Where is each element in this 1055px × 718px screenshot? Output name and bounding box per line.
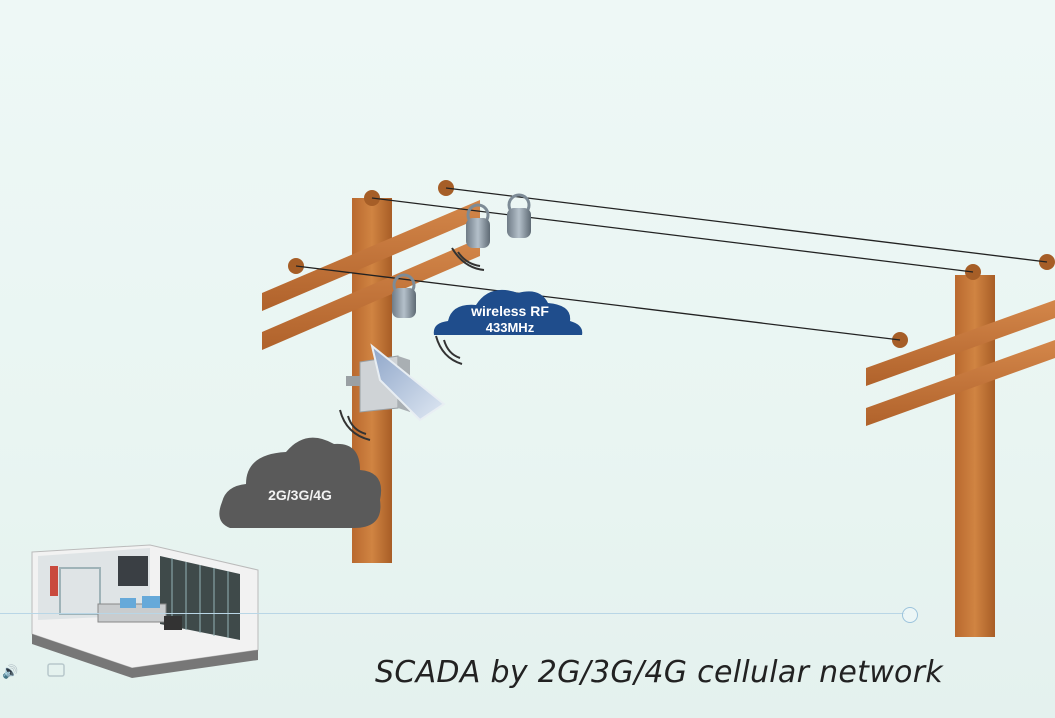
utility-pole-right bbox=[866, 254, 1055, 637]
rf-cloud-label-line1: wireless RF bbox=[471, 303, 549, 319]
rf-cloud bbox=[433, 289, 583, 335]
solar-panel-icon bbox=[370, 343, 446, 422]
progress-bar[interactable] bbox=[0, 613, 905, 614]
diagram-caption: SCADA by 2G/3G/4G cellular network bbox=[375, 655, 944, 690]
line-sensor-3 bbox=[392, 273, 416, 318]
rf-cloud-label-line2: 433MHz bbox=[485, 320, 535, 335]
screen-icon bbox=[47, 663, 65, 677]
volume-icon: 🔊 bbox=[2, 663, 18, 680]
line-sensor-2 bbox=[507, 193, 531, 238]
monitor-icon bbox=[120, 598, 136, 608]
line-sensor-1 bbox=[466, 203, 490, 248]
control-room bbox=[31, 544, 259, 678]
cellular-cloud-label: 2G/3G/4G bbox=[268, 487, 332, 503]
rtu-solar-unit bbox=[346, 343, 446, 422]
progress-knob[interactable] bbox=[902, 607, 918, 623]
wifi-signal-icon bbox=[339, 247, 485, 441]
cellular-cloud bbox=[219, 437, 382, 528]
